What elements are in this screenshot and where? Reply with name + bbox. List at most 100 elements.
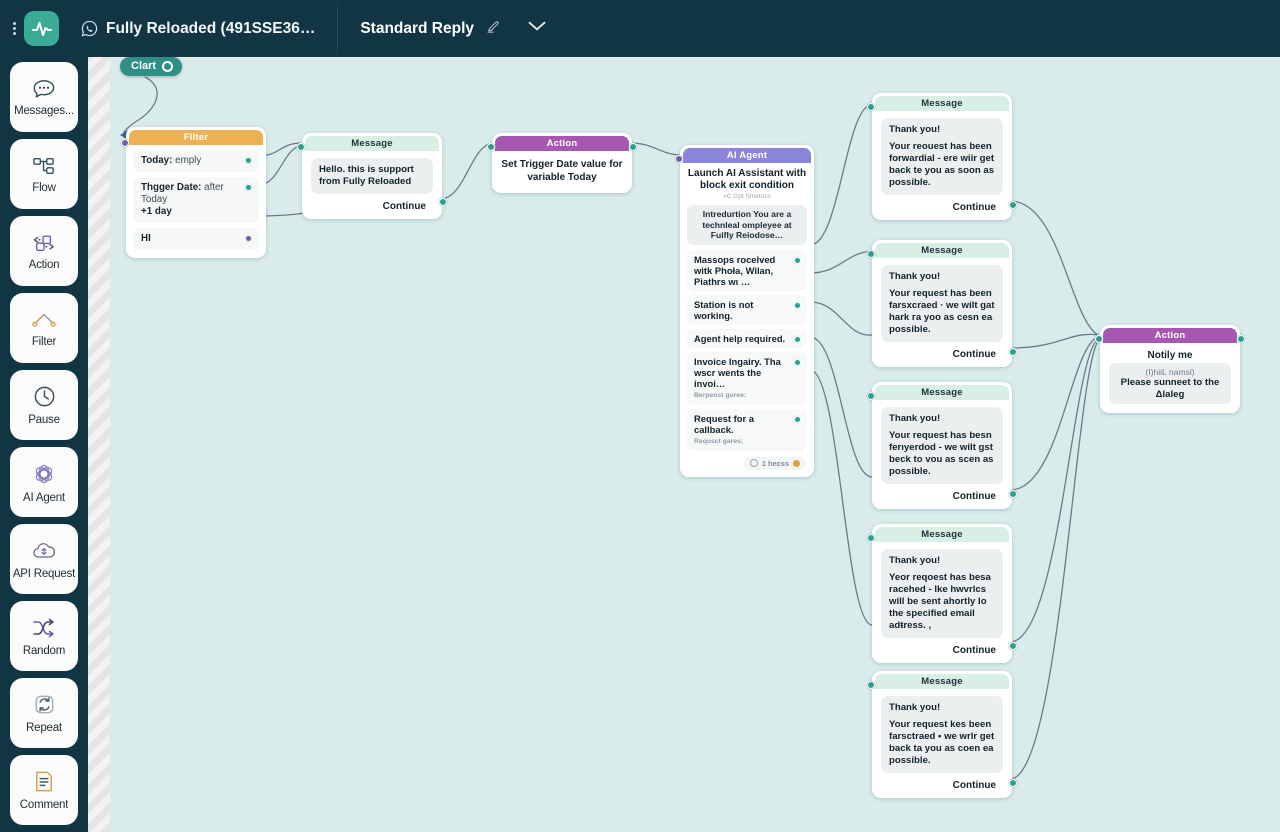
message-body: Thank you! Your request has besn ferıyer… — [881, 407, 1003, 484]
sidebar-item-pause[interactable]: Pause — [10, 370, 78, 440]
filter-row[interactable]: Today: emply — [133, 150, 259, 172]
sidebar-item-filter[interactable]: Filter — [10, 293, 78, 363]
ai-agent-heading: Launch AI Assistant with block exit cond… — [687, 168, 807, 191]
action-node[interactable]: Action Notily me (I)hiiL namsl) Please s… — [1095, 325, 1245, 413]
pulse-logo-icon[interactable] — [24, 11, 59, 46]
sidebar-item-action[interactable]: Action — [10, 216, 78, 286]
message-node[interactable]: Message Thank you! Your request kes been… — [867, 671, 1017, 798]
filter-row[interactable]: HI — [133, 228, 259, 250]
flow-canvas[interactable]: Clart Filter Today: emply Thgger Date: a… — [110, 57, 1280, 832]
message-continue-label[interactable]: Continue — [952, 202, 996, 213]
message-input-port[interactable] — [867, 681, 875, 689]
clock-icon — [32, 384, 57, 409]
start-badge[interactable]: Clart — [120, 57, 183, 76]
sidebar-item-label: Repeat — [26, 722, 62, 734]
message-greeting: Thank you! — [889, 413, 941, 424]
sidebar-item-comment[interactable]: Comment — [10, 755, 78, 825]
sidebar-item-random[interactable]: Random — [10, 601, 78, 671]
message-output-port[interactable] — [1009, 348, 1017, 356]
message-greeting: Thank you! — [889, 271, 941, 282]
message-input-port[interactable] — [867, 250, 875, 258]
ai-agent-row-port[interactable] — [793, 334, 802, 344]
pencil-icon[interactable] — [486, 19, 501, 39]
sidebar-item-label: Filter — [31, 335, 57, 348]
message-output-port[interactable] — [1009, 201, 1017, 209]
chevron-down-icon[interactable] — [527, 19, 547, 38]
message-node[interactable]: Message Thank you! Yeor reqoest has besa… — [867, 524, 1017, 663]
sidebar-item-ai-agent[interactable]: AI Agent — [10, 447, 78, 517]
message-node[interactable]: Message Thank you! Your reouest has been… — [867, 93, 1017, 220]
filter-row[interactable]: Thgger Date: after Today +1 day — [133, 177, 259, 223]
ai-agent-row-sublabel: Requsct gares; — [694, 437, 744, 445]
tool-sidebar: Messages... Flow — [0, 57, 88, 832]
filter-node[interactable]: Filter Today: emply Thgger Date: after T… — [121, 127, 266, 258]
kebab-menu-icon[interactable] — [6, 20, 22, 37]
start-ring-icon — [162, 60, 174, 72]
ai-agent-row-port[interactable] — [793, 414, 802, 424]
message-output-port[interactable] — [1009, 490, 1017, 498]
sidebar-item-label: API Request — [12, 567, 76, 580]
filter-input-port[interactable] — [121, 139, 129, 147]
ai-agent-chip-label: 1 hecss — [761, 458, 789, 468]
message-body: Thank you! Your request kes been farsctr… — [881, 696, 1003, 773]
filter-row-value: after Today — [141, 182, 224, 205]
message-greeting: Thank you! — [889, 702, 941, 713]
ai-agent-row[interactable]: Request for a callback. Requsct gares; — [687, 408, 807, 451]
sidebar-item-messages[interactable]: Messages... — [10, 62, 78, 132]
ai-agent-row[interactable]: Massops rocelved witk Phoła, Wilan, Piat… — [687, 249, 807, 291]
message-continue-label[interactable]: Continue — [952, 645, 996, 656]
ai-agent-footer: 1 hecss — [680, 455, 814, 477]
message-continue-label[interactable]: Continue — [382, 201, 426, 212]
action-body-box: (I)hiiL namsl) Please sunneet to the Δla… — [1109, 363, 1231, 404]
ai-agent-row-port[interactable] — [793, 357, 802, 367]
message-continue-label[interactable]: Continue — [952, 780, 996, 791]
filter-row-port[interactable] — [244, 156, 253, 165]
sidebar-item-label: AI Agent — [23, 491, 65, 504]
sidebar-item-flow[interactable]: Flow — [10, 139, 78, 209]
ai-agent-row-port[interactable] — [793, 300, 802, 310]
message-node[interactable]: Message Thank you! Your request has been… — [867, 240, 1017, 367]
sidebar-item-repeat[interactable]: Repeat — [10, 678, 78, 748]
filter-row-port[interactable] — [244, 183, 253, 192]
ai-agent-row[interactable]: Agent help required. — [687, 328, 807, 348]
flow-name[interactable]: Standard Reply — [360, 19, 475, 37]
action-input-port[interactable] — [487, 143, 495, 151]
message-text: Your request kes been farsctraed • we wr… — [889, 719, 995, 766]
ai-agent-row-label: Agent help required. — [694, 332, 786, 344]
message-body: Thank you! Your reouest has been forward… — [881, 118, 1003, 195]
action-output-port[interactable] — [1237, 335, 1245, 343]
message-output-port[interactable] — [1009, 779, 1017, 787]
sidebar-item-label: Comment — [19, 799, 69, 811]
shuffle-icon — [31, 616, 57, 640]
message-output-port[interactable] — [1009, 642, 1017, 650]
message-input-port[interactable] — [867, 392, 875, 400]
message-continue-label[interactable]: Continue — [952, 349, 996, 360]
ai-agent-row-port[interactable] — [793, 255, 802, 265]
message-node[interactable]: Message Thank you! Your request has besn… — [867, 382, 1017, 509]
message-body: Hello. this is support from Fully Reload… — [311, 158, 433, 194]
message-output-port[interactable] — [439, 198, 447, 206]
ai-agent-row[interactable]: Invoice Ingairy. Tha wscr wents the invo… — [687, 351, 807, 405]
action-node[interactable]: Action Set Trigger Date value for variab… — [487, 133, 637, 193]
message-input-port[interactable] — [867, 103, 875, 111]
message-continue-label[interactable]: Continue — [952, 491, 996, 502]
ai-agent-node[interactable]: AI Agent Launch AI Assistant with block … — [675, 145, 814, 477]
message-body: Thank you! Your request has been farsxcr… — [881, 265, 1003, 342]
comment-icon — [32, 769, 56, 794]
action-input-port[interactable] — [1095, 335, 1103, 343]
sidebar-item-api-request[interactable]: API Request — [10, 524, 78, 594]
filter-row-port[interactable] — [244, 234, 253, 243]
message-input-port[interactable] — [867, 534, 875, 542]
messages-icon — [31, 78, 57, 100]
ai-agent-chip-port[interactable] — [793, 459, 800, 467]
ai-agent-row[interactable]: Station is not working. — [687, 294, 807, 325]
filter-row-line2: +1 day — [141, 206, 172, 217]
message-input-port[interactable] — [297, 143, 305, 151]
project-selector[interactable]: Fully Reloaded (491SSE36… — [81, 20, 315, 38]
action-heading: Notily me — [1147, 350, 1193, 361]
ai-agent-input-port[interactable] — [675, 155, 683, 163]
message-node[interactable]: Message Hello. this is support from Full… — [297, 133, 447, 219]
action-output-port[interactable] — [629, 143, 637, 151]
filter-row-key: Today: — [141, 155, 173, 166]
ai-agent-chip[interactable]: 1 hecss — [743, 456, 806, 470]
